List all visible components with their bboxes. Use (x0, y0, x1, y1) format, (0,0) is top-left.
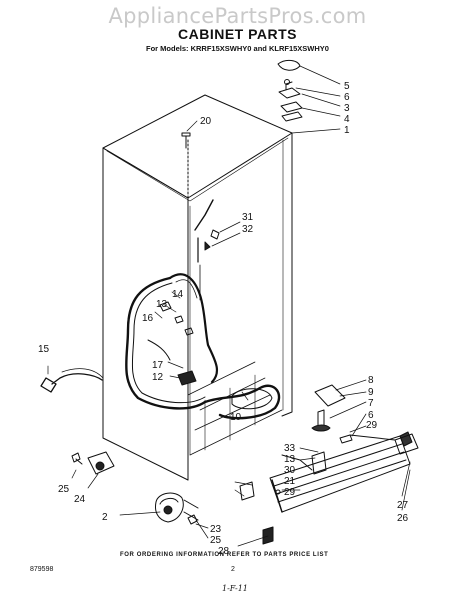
callout-label: 13 (156, 299, 168, 310)
callout-label: 27 (397, 500, 409, 511)
compressor (231, 388, 273, 410)
callout-label: 7 (368, 398, 374, 409)
callout-label: 29 (366, 420, 378, 431)
roller-housing (87, 451, 115, 475)
callout-label: 9 (368, 387, 374, 398)
callout-label: 24 (74, 494, 86, 505)
callout-label: 30 (284, 465, 296, 476)
hinge-bracket (278, 81, 301, 99)
power-cord (40, 373, 103, 393)
callout-label: 6 (368, 410, 374, 421)
callout-label: 5 (344, 81, 350, 92)
ordering-note: FOR ORDERING INFORMATION REFER TO PARTS … (120, 552, 329, 558)
callout-label: 28 (218, 546, 230, 557)
handwritten-mark: 1-F-11 (222, 584, 248, 593)
leader-lines (47, 65, 411, 547)
callout-label: 10 (230, 412, 242, 423)
callout-label: 13 (284, 454, 296, 465)
callout-label: 25 (210, 535, 222, 546)
condenser-tubing (125, 276, 281, 420)
callout-label: 33 (284, 443, 296, 454)
callout-label: 14 (172, 289, 184, 300)
callout-label: 8 (368, 375, 374, 386)
model-subtitle: For Models: KRRF15XSWHY0 and KLRF15XSWHY… (146, 44, 329, 53)
callout-label: 21 (284, 476, 296, 487)
callout-label: 12 (152, 372, 164, 383)
callout-label: 1 (344, 125, 350, 136)
callout-label: 25 (58, 484, 70, 495)
watermark-text: AppliancePartsPros.com (108, 4, 367, 28)
leveling-bracket (314, 384, 346, 407)
grille-clip (394, 433, 419, 455)
callout-label: 20 (200, 116, 212, 127)
callout-label: 6 (344, 92, 350, 103)
cabinet-top (102, 94, 293, 199)
callout-label: 32 (242, 224, 254, 235)
callout-labels: 20 5 6 3 4 1 31 32 14 13 16 15 17 12 10 … (38, 81, 409, 557)
callout-label: 4 (344, 114, 350, 125)
callout-label: 2 (102, 512, 108, 523)
cabinet-right-edge (281, 132, 293, 417)
relay-box (177, 370, 197, 386)
callout-label: 16 (142, 313, 154, 324)
front-roller (155, 492, 184, 523)
callout-label: 26 (397, 513, 409, 524)
callout-label: 15 (38, 344, 50, 355)
hinge-cap (277, 59, 301, 71)
drawing-code: 879598 (30, 566, 54, 573)
callout-label: 29 (284, 487, 296, 498)
callout-label: 23 (210, 524, 222, 535)
callout-label: 31 (242, 212, 254, 223)
page-title: CABINET PARTS (177, 26, 298, 42)
callout-label: 17 (152, 360, 164, 371)
page-number: 2 (231, 566, 235, 573)
callout-label: 3 (344, 103, 350, 114)
